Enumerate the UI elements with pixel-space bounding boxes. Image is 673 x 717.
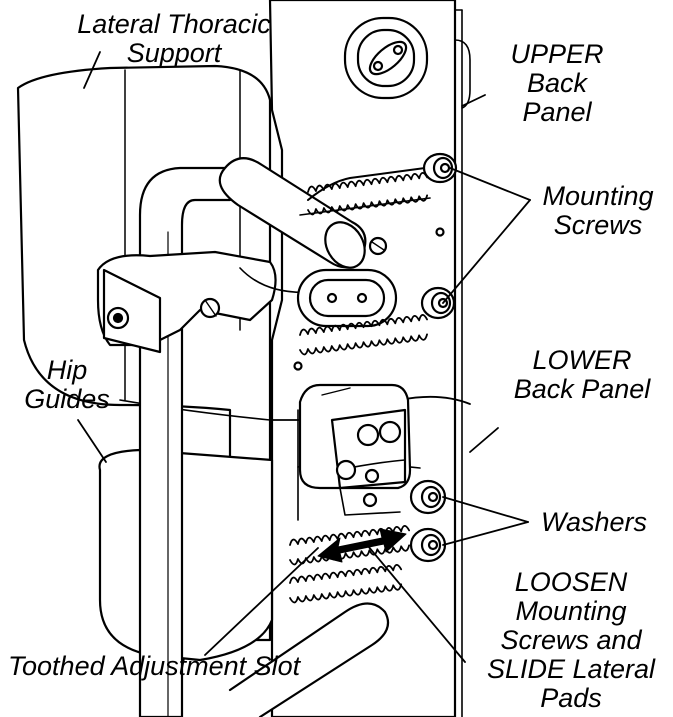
lower-clamp-bracket [298,383,412,516]
label-lower-back-panel: LOWER Back Panel [494,346,670,404]
label-line: Panel [522,97,592,127]
tube-clamp [96,236,388,354]
label-line: SLIDE Lateral [486,654,656,684]
label-mounting-screws: Mounting Screws [528,182,668,240]
panel-hole [293,361,303,371]
label-toothed-adjustment-slot: Toothed Adjustment Slot [8,652,348,681]
label-line: Pads [540,683,602,713]
top-oval-boss [343,16,429,100]
label-washers: Washers [530,508,658,537]
hip-guide-pad [98,448,274,662]
panel-hole [435,227,445,237]
label-line: Screws and [500,625,642,655]
label-hip-guides: Hip Guides [12,356,122,414]
label-loosen-instruction: LOOSEN Mounting Screws and SLIDE Lateral… [475,568,667,713]
mounting-screw-top [422,152,458,184]
leader-lines [77,51,531,663]
washer-lower [409,527,447,563]
label-line: LOOSEN [514,567,628,597]
toothed-slot-lower-1 [289,525,411,566]
label-lateral-thoracic-support: Lateral Thoracic Support [68,10,280,68]
label-upper-back-panel: UPPER Back Panel [492,40,622,127]
label-line: UPPER [510,39,604,69]
label-line: Back Panel [513,374,651,404]
slide-direction-arrow [317,528,407,563]
mounting-screw-middle [420,286,456,320]
washer-upper [409,479,447,515]
label-line: Support [126,38,222,68]
label-line: Guides [24,384,110,414]
label-line: LOWER [532,345,632,375]
label-line: Screws [553,210,643,240]
label-line: Toothed Adjustment Slot [8,651,301,681]
middle-oval-boss [296,268,398,328]
label-line: Lateral Thoracic [77,9,271,39]
label-line: Mounting [542,181,654,211]
toothed-slot-upper-2 [299,314,428,356]
support-tube [138,157,390,717]
label-line: Back [526,68,588,98]
toothed-slot-lower-2 [289,563,403,604]
label-line: Hip [46,355,88,385]
label-line: Washers [540,507,648,537]
label-line: Mounting [515,596,627,626]
toothed-slot-upper-1 [299,165,441,216]
